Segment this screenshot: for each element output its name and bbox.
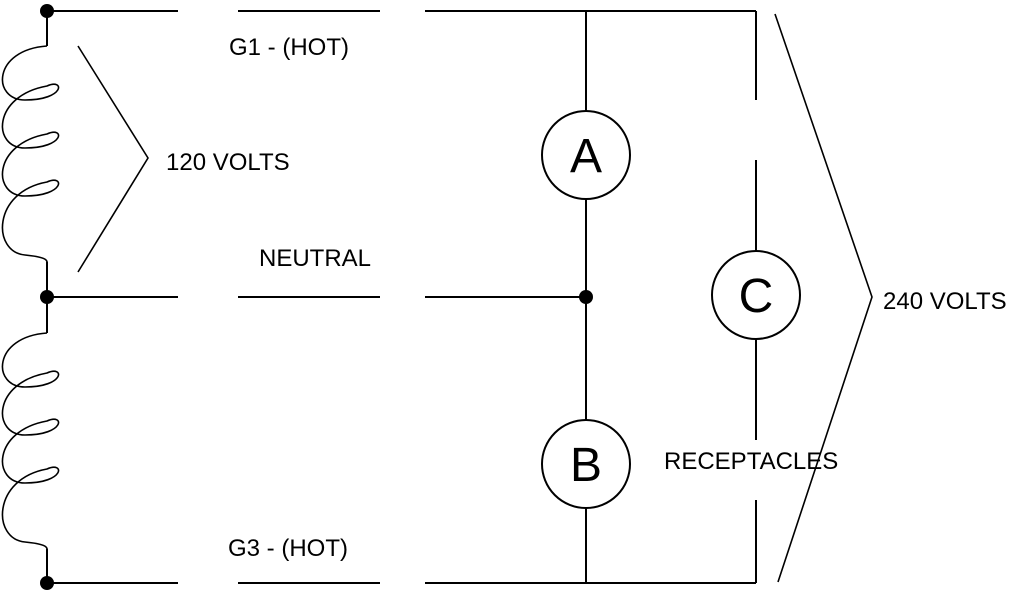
label-g3-hot: G3 - (HOT) [228,535,348,562]
label-receptacles: RECEPTACLES [664,448,838,475]
receptacle-b-label: B [570,439,602,492]
receptacle-c-label: C [739,270,774,323]
label-120-volts: 120 VOLTS [166,149,290,176]
node-bottom-left [40,576,54,590]
label-240-volts: 240 VOLTS [883,288,1007,315]
brace-120v [77,45,149,273]
receptacle-a-label: A [570,130,602,183]
label-neutral: NEUTRAL [259,245,371,272]
receptacle-c: C [711,250,801,340]
brace-240v [774,13,873,583]
lower-coil [1,297,60,583]
receptacle-a: A [541,110,631,200]
node-top-left [40,4,54,18]
upper-coil [1,11,60,297]
node-neutral-junction [579,290,593,304]
receptacle-b: B [541,419,631,509]
node-mid-left [40,290,54,304]
label-g1-hot: G1 - (HOT) [229,34,349,61]
